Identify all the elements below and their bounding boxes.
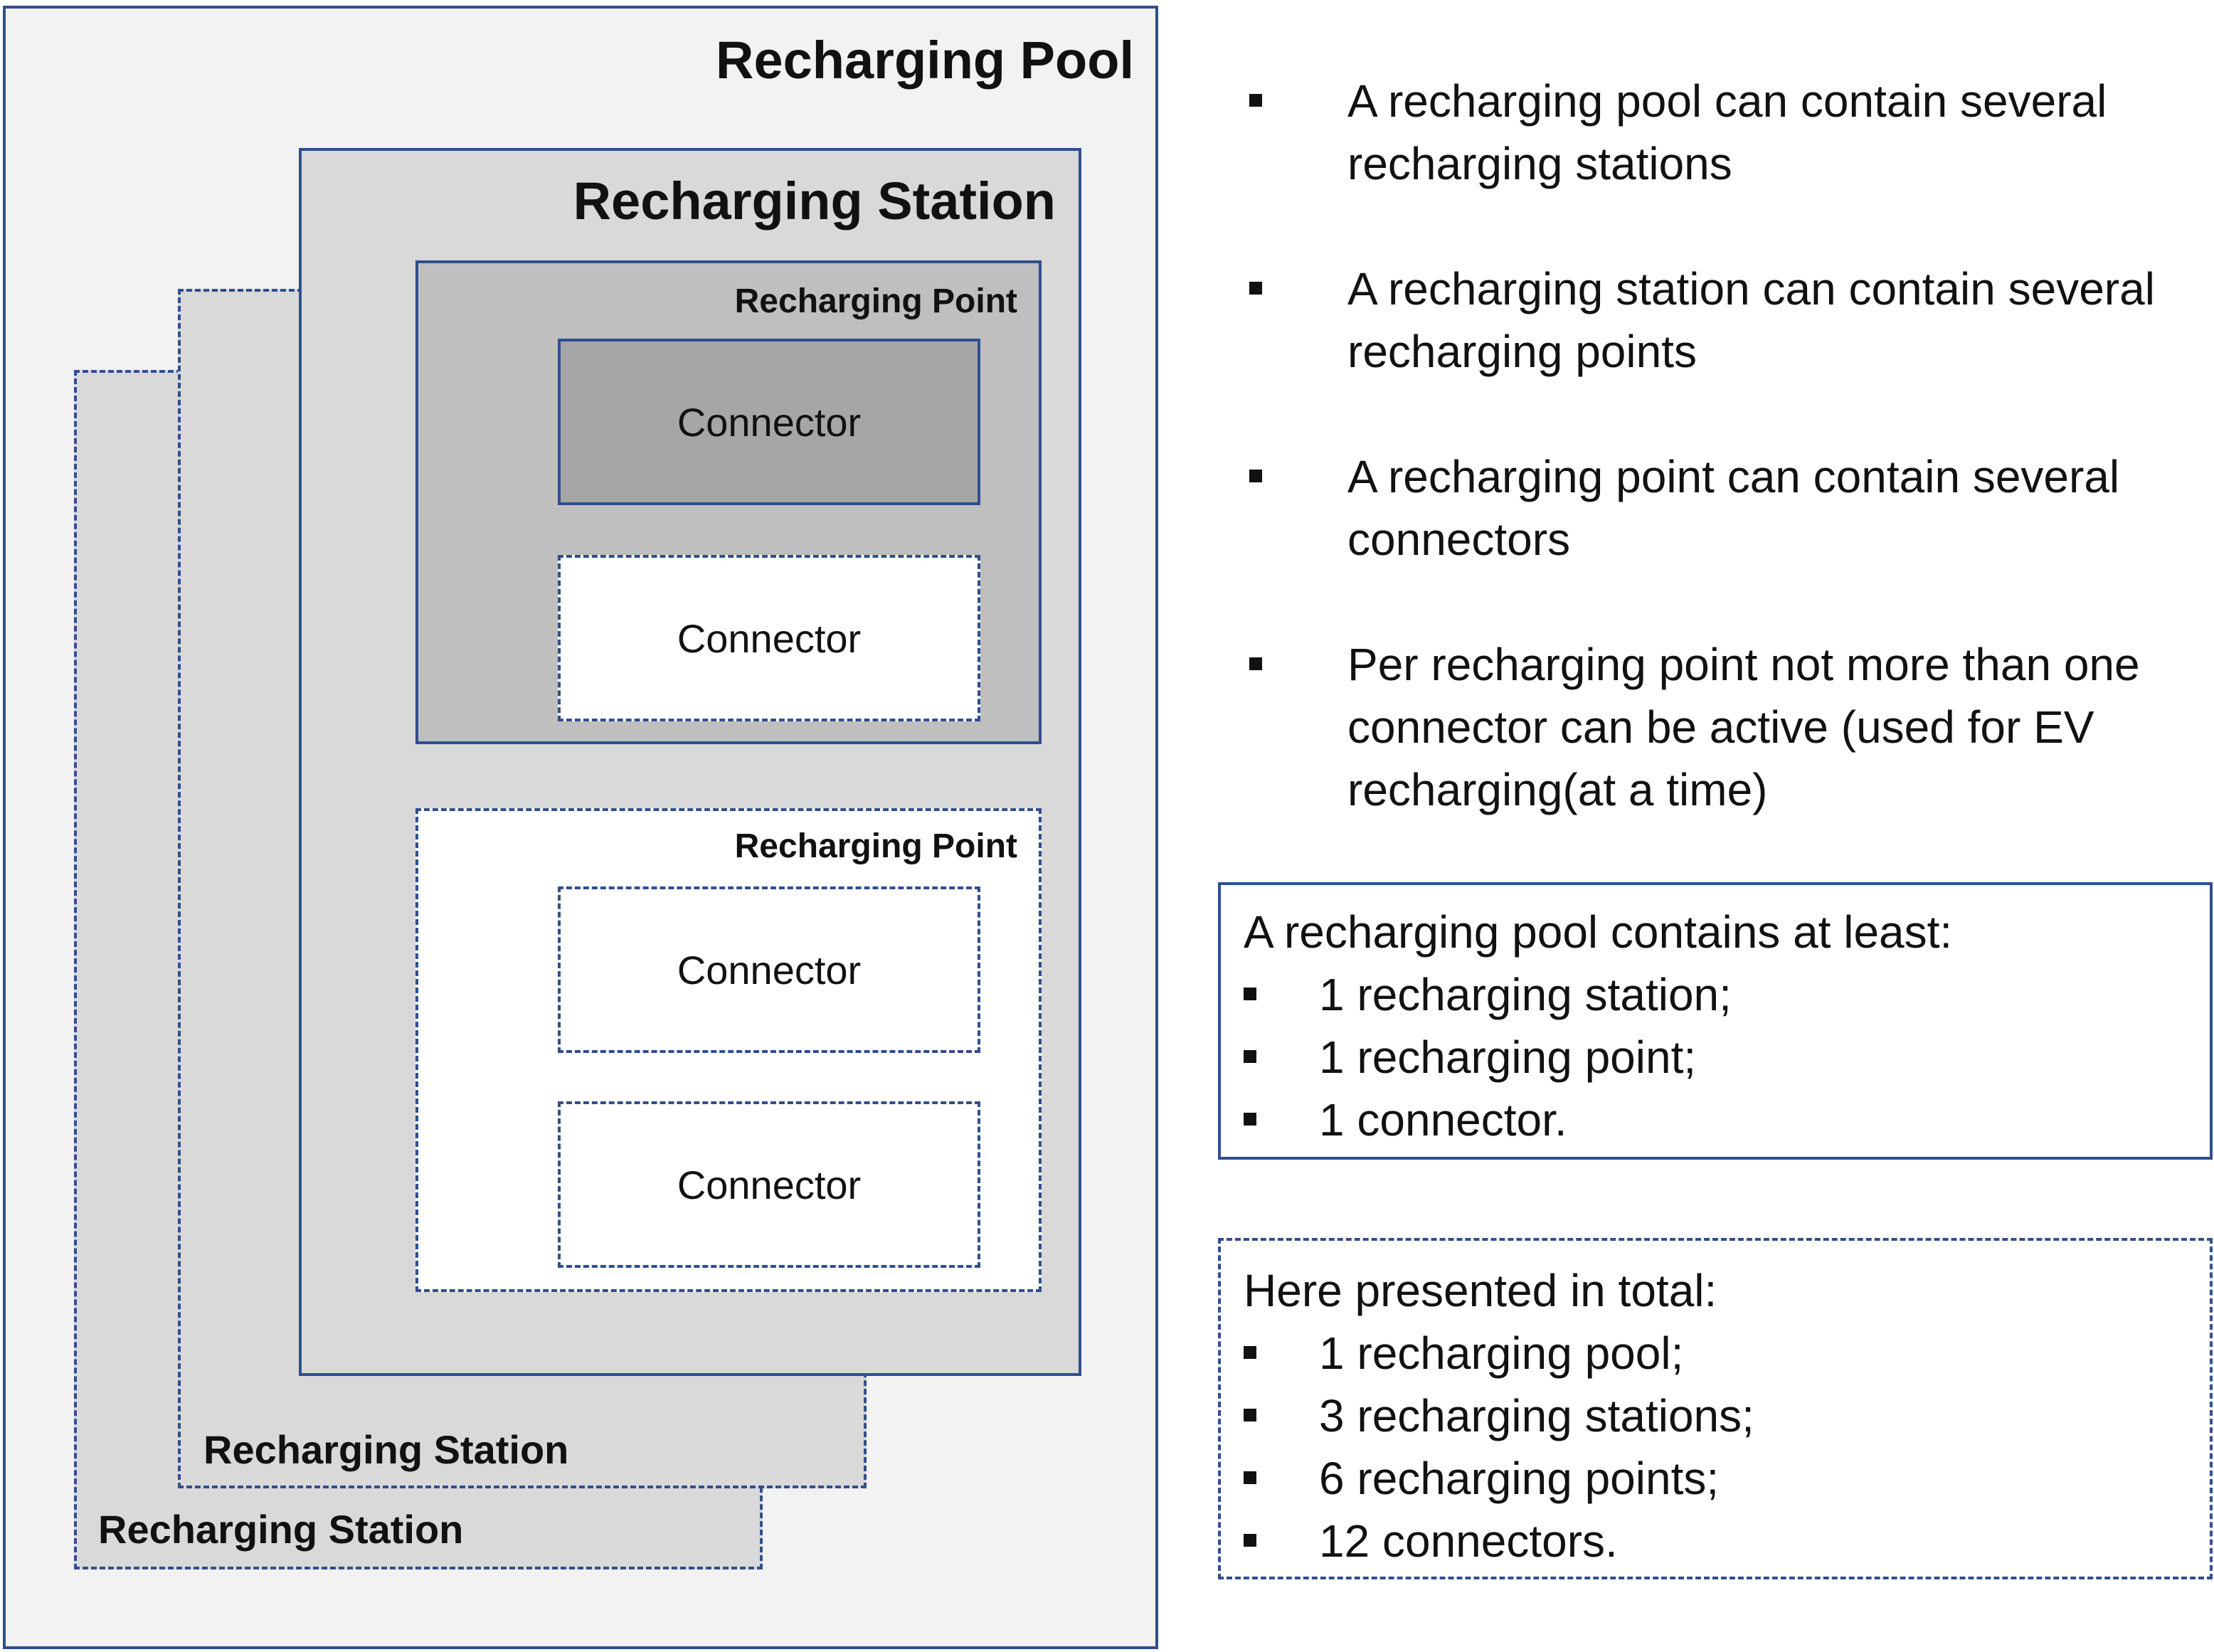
minimum-contents-item: 1 recharging station; xyxy=(1244,963,2210,1026)
minimum-contents-item: 1 recharging point; xyxy=(1244,1026,2210,1089)
note-item: Per recharging point not more than one c… xyxy=(1249,633,2196,821)
total-contents-item: 1 recharging pool; xyxy=(1244,1322,2210,1384)
note-item: A recharging pool can contain several re… xyxy=(1249,70,2196,195)
note-item: A recharging station can contain several… xyxy=(1249,258,2196,383)
connector-optional-1: Connector xyxy=(558,886,980,1053)
notes-list: A recharging pool can contain several re… xyxy=(1249,70,2196,821)
recharging-point-optional-title: Recharging Point xyxy=(734,827,1017,865)
connector-optional-2: Connector xyxy=(558,1101,980,1268)
minimum-contents-box: A recharging pool contains at least: 1 r… xyxy=(1218,882,2213,1160)
total-contents-item: 3 recharging stations; xyxy=(1244,1384,2210,1447)
minimum-contents-heading: A recharging pool contains at least: xyxy=(1244,906,1953,958)
total-contents-item: 12 connectors. xyxy=(1244,1510,2210,1572)
connector-active: Connector xyxy=(558,339,980,505)
connector-optional: Connector xyxy=(558,555,980,721)
total-contents-list: 1 recharging pool; 3 recharging stations… xyxy=(1221,1322,2210,1572)
note-item: A recharging point can contain several c… xyxy=(1249,445,2196,571)
total-contents-heading: Here presented in total: xyxy=(1244,1265,1717,1316)
minimum-contents-list: 1 recharging station; 1 recharging point… xyxy=(1221,963,2210,1151)
minimum-contents-item: 1 connector. xyxy=(1244,1089,2210,1151)
recharging-point-active-title: Recharging Point xyxy=(734,282,1017,320)
total-contents-box: Here presented in total: 1 recharging po… xyxy=(1218,1238,2213,1579)
recharging-pool-title: Recharging Pool xyxy=(716,31,1134,90)
recharging-station-back-2-title: Recharging Station xyxy=(98,1507,464,1552)
recharging-station-back-1-title: Recharging Station xyxy=(203,1427,569,1472)
total-contents-item: 6 recharging points; xyxy=(1244,1447,2210,1510)
recharging-station-front-title: Recharging Station xyxy=(573,171,1056,231)
